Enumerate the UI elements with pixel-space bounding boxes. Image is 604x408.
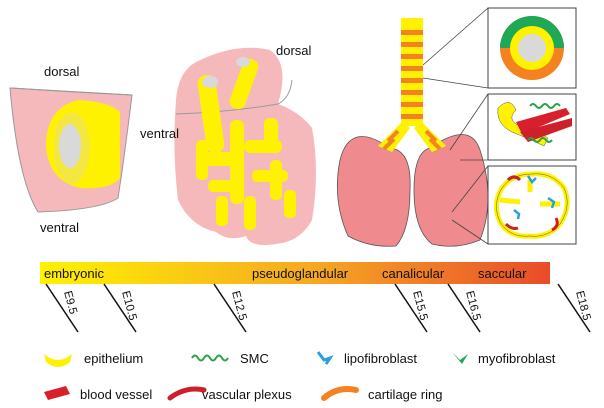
mid-ventral-label: ventral bbox=[140, 126, 179, 141]
tick-e18-5: E18.5 bbox=[573, 290, 592, 322]
legend-label-epithelium: epithelium bbox=[84, 351, 143, 366]
legend-item-vascular-plexus: vascular plexus bbox=[167, 386, 292, 402]
timeline-ticks bbox=[45, 283, 591, 333]
myofibroblast-icon bbox=[452, 352, 468, 364]
timeline-bar bbox=[40, 262, 550, 284]
mid-epithelium-tree bbox=[196, 58, 296, 230]
legend-label-smc: SMC bbox=[240, 351, 269, 366]
tick-e16-5: E16.5 bbox=[463, 290, 482, 322]
legend-item-epithelium: epithelium bbox=[44, 351, 143, 367]
mid-dorsal-label: dorsal bbox=[276, 43, 312, 58]
legend-item-lipofibroblast: lipofibroblast bbox=[316, 351, 417, 366]
mid-lung: dorsal ventral bbox=[140, 43, 316, 245]
legend-label-cartilage-ring: cartilage ring bbox=[368, 387, 442, 402]
legend-item-cartilage-ring: cartilage ring bbox=[321, 386, 442, 402]
right-lung-lobe bbox=[413, 134, 489, 247]
stage-embryonic: embryonic bbox=[44, 266, 104, 281]
legend-item-myofibroblast: myofibroblast bbox=[452, 351, 556, 366]
legend-label-vascular-plexus: vascular plexus bbox=[202, 387, 292, 402]
early-lung-bud: dorsal ventral bbox=[9, 64, 133, 235]
timeline: embryonic pseudoglandular canalicular sa… bbox=[40, 262, 592, 333]
legend-label-blood-vessel: blood vessel bbox=[80, 387, 152, 402]
stage-pseudoglandular: pseudoglandular bbox=[252, 266, 349, 281]
legend-item-blood-vessel: blood vessel bbox=[44, 386, 152, 402]
trachea-cartilage-rings bbox=[401, 30, 423, 119]
legend-label-lipofibroblast: lipofibroblast bbox=[344, 351, 417, 366]
stage-saccular: saccular bbox=[478, 266, 527, 281]
mid-lumen-right bbox=[236, 57, 250, 67]
vascular-plexus-icon bbox=[167, 386, 207, 401]
inset-airway-smc bbox=[487, 93, 577, 161]
legend: epithelium SMC lipofibroblast myofibrobl… bbox=[44, 351, 556, 402]
bronchus-rings bbox=[382, 129, 442, 151]
early-dorsal-label: dorsal bbox=[44, 64, 80, 79]
tick-e15-5: E15.5 bbox=[410, 290, 429, 322]
lipofibroblast-icon bbox=[316, 351, 334, 365]
inset-trachea-cross-section bbox=[487, 7, 577, 89]
early-dorsal-surface bbox=[11, 87, 133, 96]
mid-lumen-left bbox=[202, 76, 218, 88]
cartilage-ring-icon bbox=[321, 386, 359, 401]
legend-label-myofibroblast: myofibroblast bbox=[478, 351, 556, 366]
stage-canalicular: canalicular bbox=[382, 266, 445, 281]
epithelium-icon bbox=[44, 354, 72, 367]
inset-alveolar-sac bbox=[487, 165, 577, 245]
tick-e9-5: E9.5 bbox=[61, 290, 79, 316]
smc-icon bbox=[191, 354, 229, 362]
early-lumen bbox=[59, 124, 81, 168]
mature-lung bbox=[336, 7, 577, 247]
left-lung-lobe bbox=[336, 136, 411, 247]
inset-connectors bbox=[422, 7, 489, 245]
legend-item-smc: SMC bbox=[191, 351, 269, 366]
tick-e10-5: E10.5 bbox=[119, 290, 138, 322]
blood-vessel-icon bbox=[44, 386, 70, 400]
early-ventral-label: ventral bbox=[40, 220, 79, 235]
tick-e12-5: E12.5 bbox=[229, 290, 248, 322]
